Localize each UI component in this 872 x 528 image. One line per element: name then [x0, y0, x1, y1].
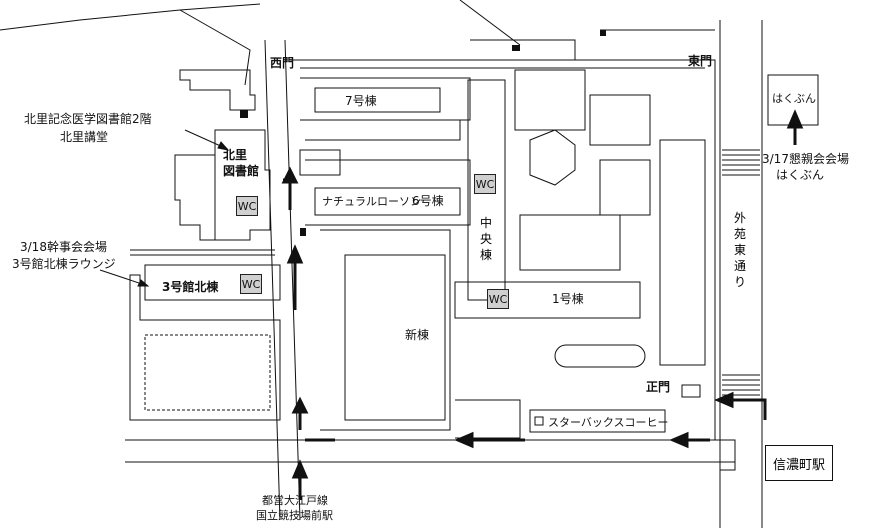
- bldg7: [314, 87, 441, 113]
- library-note-1: 北里記念医学図書館2階: [24, 112, 152, 126]
- bldg6-label: 6号棟: [412, 194, 444, 208]
- starbucks-square: [534, 416, 544, 426]
- street-northwest: [0, 3, 261, 31]
- library-note-2: 北里講堂: [60, 130, 109, 144]
- west-road-right: [284, 39, 301, 521]
- route-arrows: [281, 109, 804, 500]
- crosswalk-3: [720, 439, 736, 471]
- mar17-note-2: はくぶん: [776, 168, 825, 182]
- starbucks-row: [529, 409, 666, 433]
- bldg7-label: 7号棟: [345, 94, 377, 108]
- new-bldg: [344, 254, 446, 421]
- bldg6: [314, 187, 461, 216]
- east-block-4: [519, 214, 621, 271]
- east-block-3: [599, 159, 651, 216]
- south-inner: [455, 399, 521, 439]
- central-label: 中央棟: [479, 216, 492, 262]
- gaien-street-label: 外苑東通り: [733, 211, 746, 289]
- crosswalk-1: [722, 149, 760, 176]
- library-label-1: 北里: [223, 148, 248, 162]
- main-gate-box: [681, 384, 701, 398]
- building-nw-cluster: [179, 69, 256, 111]
- wc-bldg1: WC: [487, 289, 509, 309]
- east-block-5: [659, 139, 706, 366]
- bldg3-edge: [130, 249, 275, 256]
- building-w-block: [174, 154, 216, 241]
- hakubun-box-label: はくぶん: [772, 92, 816, 105]
- campus-north: [290, 59, 716, 440]
- bldg6-rear: [305, 159, 471, 226]
- ne-road: [459, 0, 576, 60]
- wc-library: WC: [236, 196, 258, 216]
- lawson-label: ナチュラルローソン: [322, 195, 421, 208]
- bldg7-rear: [300, 77, 471, 121]
- wc-central: WC: [474, 174, 496, 194]
- mar18-note-2: 3号館北棟ラウンジ: [12, 257, 116, 271]
- main-gate-label: 正門: [646, 380, 671, 394]
- block-a: [299, 149, 341, 176]
- pill-shape: [554, 344, 646, 368]
- crosswalk-2: [722, 374, 760, 401]
- west-road-left: [264, 39, 281, 521]
- bldg3-north-outline: [144, 264, 281, 301]
- bldg1-label: 1号棟: [552, 292, 584, 306]
- east-block-2: [589, 94, 651, 146]
- mar17-note-1: 3/17懇親会会場: [762, 152, 849, 166]
- toei-line-label: 都営大江戸線: [262, 494, 328, 507]
- wc-bldg3: WC: [240, 274, 262, 294]
- block-b: [305, 119, 461, 141]
- pointer-lines: [99, 129, 230, 287]
- street-north-1: [179, 9, 251, 86]
- new-bldg-label: 新棟: [405, 328, 430, 342]
- bldg3-north-label: 3号館北棟: [162, 280, 219, 294]
- library-label-2: 図書館: [223, 164, 260, 178]
- building-library: [214, 129, 271, 241]
- bldg3-area: [129, 274, 281, 421]
- starbucks-label: スターバックスコーヒー: [548, 416, 669, 429]
- new-bldg-outer: [320, 229, 451, 431]
- mar18-note-1: 3/18幹事会会場: [20, 240, 107, 254]
- east-block-1: [514, 69, 586, 131]
- markers: [240, 30, 606, 236]
- east-octagon: [529, 129, 576, 186]
- bldg3-dashed: [144, 334, 271, 411]
- toei-station-label: 国立競技場前駅: [256, 509, 333, 522]
- east-gate-label: 東門: [688, 54, 713, 68]
- west-gate-label: 西門: [270, 56, 295, 70]
- shinanomachi-station: 信濃町駅: [765, 445, 833, 481]
- bldg1: [454, 281, 641, 319]
